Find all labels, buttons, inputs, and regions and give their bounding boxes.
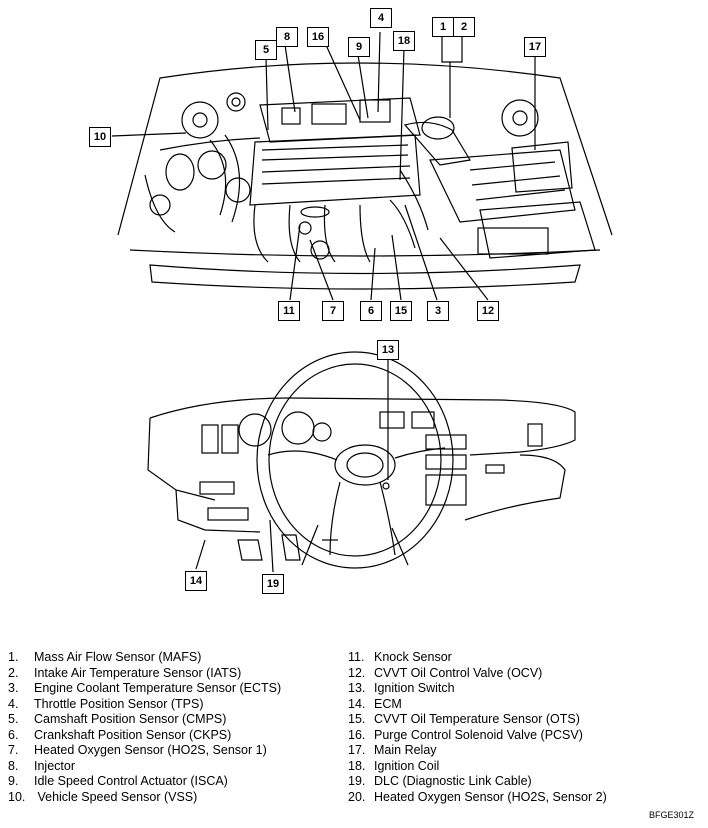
legend-item: 20.Heated Oxygen Sensor (HO2S, Sensor 2) xyxy=(348,789,607,804)
callout-6: 6 xyxy=(360,301,382,321)
legend-item: 16.Purge Control Solenoid Valve (PCSV) xyxy=(348,727,583,742)
legend-item: 10. Vehicle Speed Sensor (VSS) xyxy=(8,789,198,804)
callout-4: 4 xyxy=(370,8,392,28)
callout-7: 7 xyxy=(322,301,344,321)
callout-9: 9 xyxy=(348,37,370,57)
engine-bay-illustration xyxy=(111,31,613,573)
callout-15: 15 xyxy=(390,301,412,321)
callout-5: 5 xyxy=(255,40,277,60)
callout-19: 19 xyxy=(262,574,284,594)
legend-item: 19.DLC (Diagnostic Link Cable) xyxy=(348,774,532,788)
legend-item: 6.Crankshaft Position Sensor (CKPS) xyxy=(8,727,232,742)
legend-item: 3.Engine Coolant Temperature Sensor (ECT… xyxy=(8,681,282,695)
legend-item: 11.Knock Sensor xyxy=(348,650,452,664)
legend-item: 2.Intake Air Temperature Sensor (IATS) xyxy=(8,665,242,680)
callout-12: 12 xyxy=(477,301,499,321)
legend-item: 9.Idle Speed Control Actuator (ISCA) xyxy=(8,774,228,788)
callout-3: 3 xyxy=(427,301,449,321)
callout-11: 11 xyxy=(278,301,300,321)
callout-14: 14 xyxy=(185,571,207,591)
legend-item: 14.ECM xyxy=(348,696,402,711)
legend-left-column: 1.Mass Air Flow Sensor (MAFS) 2.Intake A… xyxy=(8,650,281,805)
legend-item: 7.Heated Oxygen Sensor (HO2S, Sensor 1) xyxy=(8,743,267,757)
legend-item: 13.Ignition Switch xyxy=(348,681,455,695)
callout-13: 13 xyxy=(377,340,399,360)
legend-item: 15.CVVT Oil Temperature Sensor (OTS) xyxy=(348,712,580,726)
callout-2: 2 xyxy=(453,17,475,37)
legend-item: 12.CVVT Oil Control Valve (OCV) xyxy=(348,665,543,680)
legend-item: 8.Injector xyxy=(8,758,75,773)
callout-1: 1 xyxy=(432,17,454,37)
callout-16: 16 xyxy=(307,27,329,47)
callout-8: 8 xyxy=(276,27,298,47)
callout-18: 18 xyxy=(393,31,415,51)
legend-item: 5.Camshaft Position Sensor (CMPS) xyxy=(8,712,227,726)
legend-right-column: 11.Knock Sensor 12.CVVT Oil Control Valv… xyxy=(348,650,607,805)
legend-item: 18.Ignition Coil xyxy=(348,758,440,773)
legend-item: 17.Main Relay xyxy=(348,743,437,757)
figure-code: BFGE301Z xyxy=(648,810,694,820)
callout-10: 10 xyxy=(89,127,111,147)
legend-item: 4.Throttle Position Sensor (TPS) xyxy=(8,696,204,711)
legend-item: 1.Mass Air Flow Sensor (MAFS) xyxy=(8,650,202,664)
callout-17: 17 xyxy=(524,37,546,57)
